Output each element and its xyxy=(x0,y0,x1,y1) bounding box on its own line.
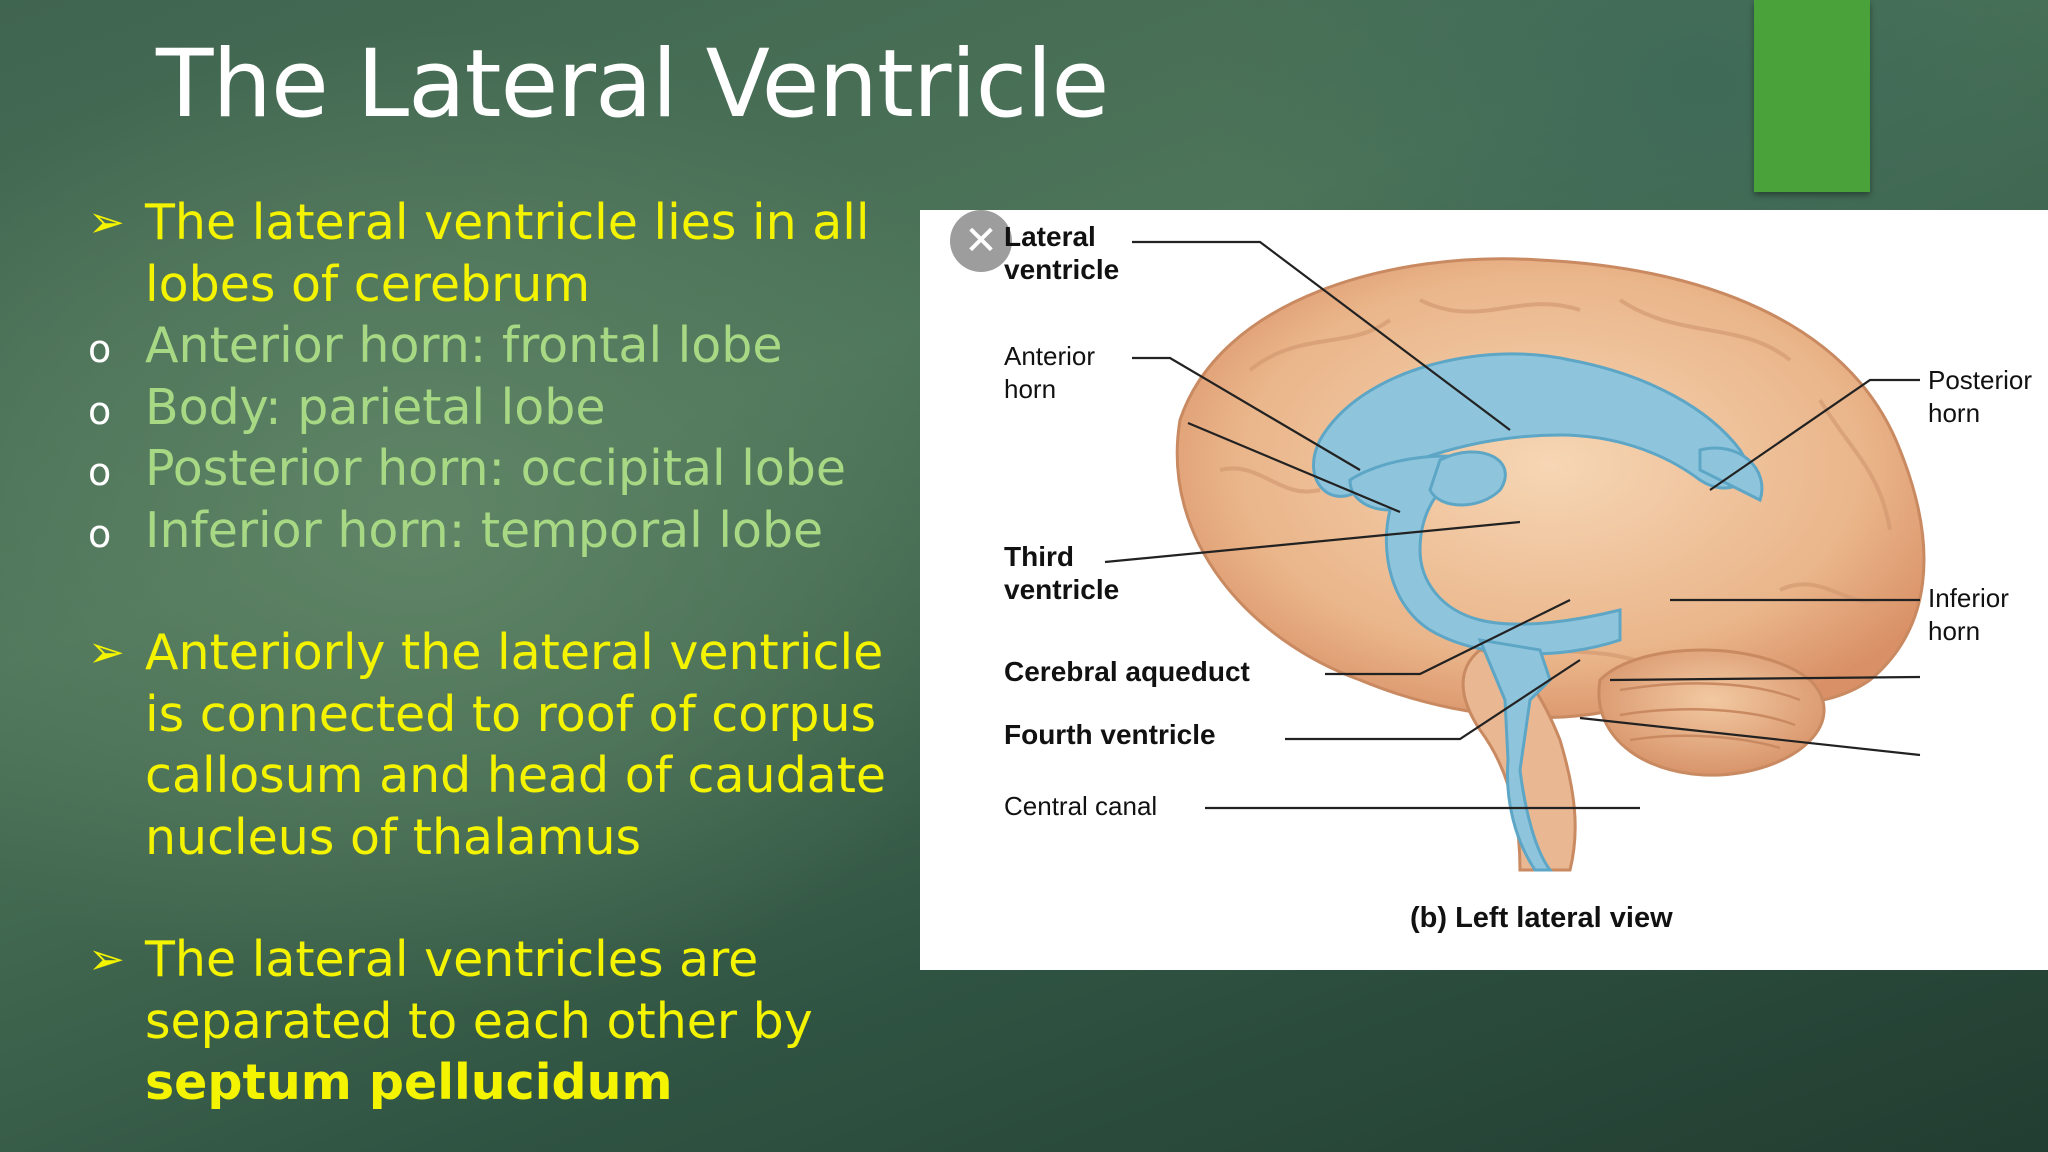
circle-bullet-icon: o xyxy=(88,327,112,371)
bullet-text: Anteriorly the lateral ventricle is conn… xyxy=(145,624,887,866)
cerebrum-shape xyxy=(1175,257,1926,719)
sub-bullet-text: Body: parietal lobe xyxy=(145,378,606,436)
label-central-canal: Central canal xyxy=(1004,791,1158,821)
bullet-item: ➢ The lateral ventricles are separated t… xyxy=(88,929,908,1114)
sub-bullet-item: o Anterior horn: frontal lobe xyxy=(88,315,908,377)
label-cerebral-aqueduct: Cerebral aqueduct xyxy=(1004,656,1250,687)
bullet-item: ➢ The lateral ventricle lies in all lobe… xyxy=(88,192,908,315)
figure-caption: (b) Left lateral view xyxy=(1410,902,1673,934)
circle-bullet-icon: o xyxy=(88,450,112,494)
slide-title: The Lateral Ventricle xyxy=(156,30,1109,139)
brain-ventricles-figure: ✕ Lateral ventricle Anterior horn Third … xyxy=(920,210,2048,970)
sub-bullet-item: o Posterior horn: occipital lobe xyxy=(88,438,908,500)
bullet-text: The lateral ventricles are separated to … xyxy=(145,931,813,1050)
arrow-bullet-icon: ➢ xyxy=(88,197,125,248)
label-inferior-horn: Inferior horn xyxy=(1928,583,2009,646)
arrow-bullet-icon: ➢ xyxy=(88,934,125,985)
brain-illustration xyxy=(1104,240,1926,872)
sub-bullet-text: Anterior horn: frontal lobe xyxy=(145,317,783,374)
sub-bullet-text: Inferior horn: temporal lobe xyxy=(145,501,824,559)
arrow-bullet-icon: ➢ xyxy=(88,627,125,678)
ventricle-system xyxy=(1312,352,1764,872)
label-posterior-horn: Posterior horn xyxy=(1928,365,2033,428)
label-third-ventricle: Third ventricle xyxy=(1004,541,1120,605)
accent-bar xyxy=(1754,0,1870,192)
bullet-text: The lateral ventricle lies in all lobes … xyxy=(145,194,870,313)
bullet-list: ➢ The lateral ventricle lies in all lobe… xyxy=(88,192,908,1114)
circle-bullet-icon: o xyxy=(88,388,112,433)
sub-bullet-item: o Body: parietal lobe xyxy=(88,377,908,439)
label-anterior-horn: Anterior horn xyxy=(1004,341,1096,404)
sub-bullet-text: Posterior horn: occipital lobe xyxy=(145,440,847,497)
sub-bullet-item: o Inferior horn: temporal lobe xyxy=(88,500,908,562)
circle-bullet-icon: o xyxy=(88,511,112,556)
bullet-bold-text: septum pellucidum xyxy=(145,1054,673,1111)
label-fourth-ventricle: Fourth ventricle xyxy=(1004,719,1216,750)
bullet-item: ➢ Anteriorly the lateral ventricle is co… xyxy=(88,622,908,868)
close-icon[interactable]: ✕ xyxy=(950,210,1012,272)
label-lateral-ventricle: Lateral ventricle xyxy=(1004,221,1120,285)
